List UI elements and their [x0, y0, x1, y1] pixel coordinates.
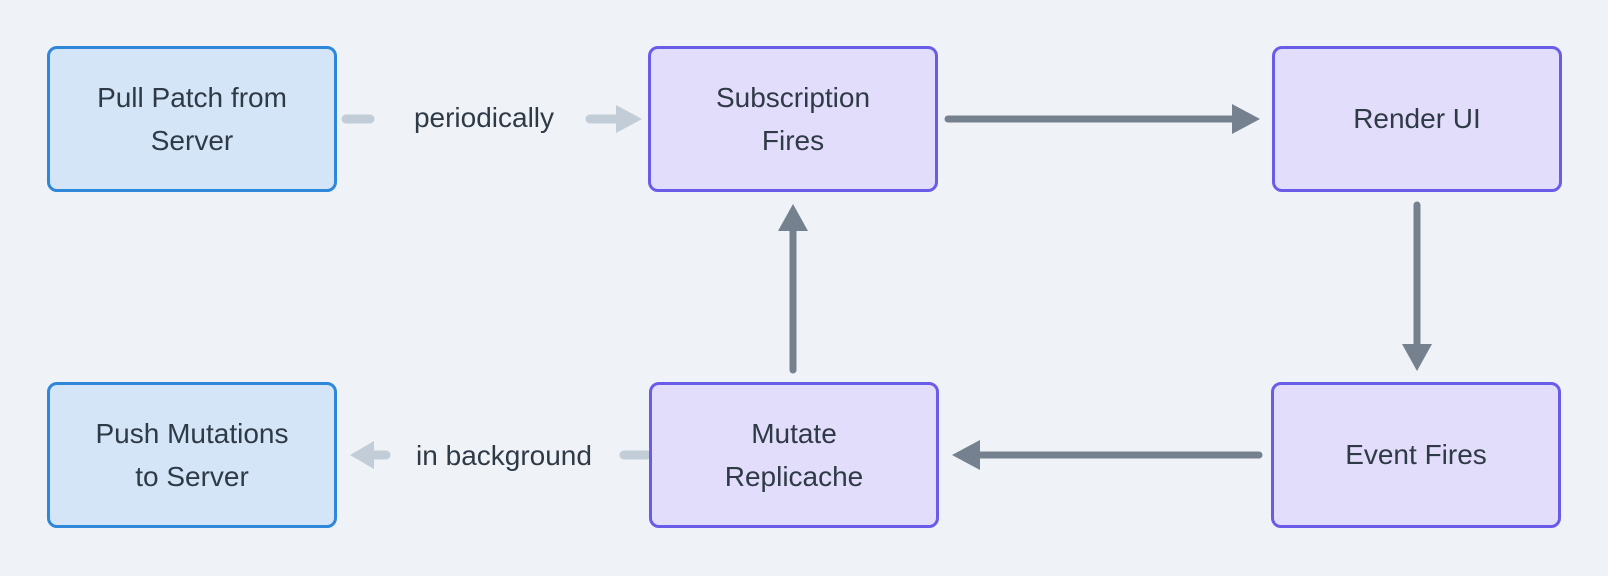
node-label: Push Mutations to Server	[95, 417, 289, 492]
node-render-ui: Render UI	[1272, 46, 1562, 192]
edge-render-to-event	[1402, 201, 1432, 371]
node-mutate-replicache: Mutate Replicache	[649, 382, 939, 528]
node-pull-patch-from-server: Pull Patch from Server	[47, 46, 337, 192]
edge-pull-patch-to-subscription	[341, 105, 642, 133]
node-label: Subscription Fires	[715, 81, 871, 156]
node-subscription-fires: Subscription Fires	[648, 46, 938, 192]
edge-label-in-background: in background	[416, 440, 592, 471]
edge-subscription-to-render	[944, 104, 1260, 134]
node-label: Pull Patch from Server	[97, 81, 287, 156]
edge-event-to-mutate	[952, 440, 1263, 470]
node-event-fires: Event Fires	[1271, 382, 1561, 528]
node-label: Render UI	[1353, 103, 1481, 135]
node-label: Event Fires	[1345, 439, 1487, 471]
edge-mutate-to-push	[350, 441, 652, 469]
edge-label-periodically: periodically	[413, 102, 555, 133]
node-label: Mutate Replicache	[724, 417, 864, 492]
edge-mutate-to-subscription	[778, 204, 808, 374]
node-push-mutations-to-server: Push Mutations to Server	[47, 382, 337, 528]
